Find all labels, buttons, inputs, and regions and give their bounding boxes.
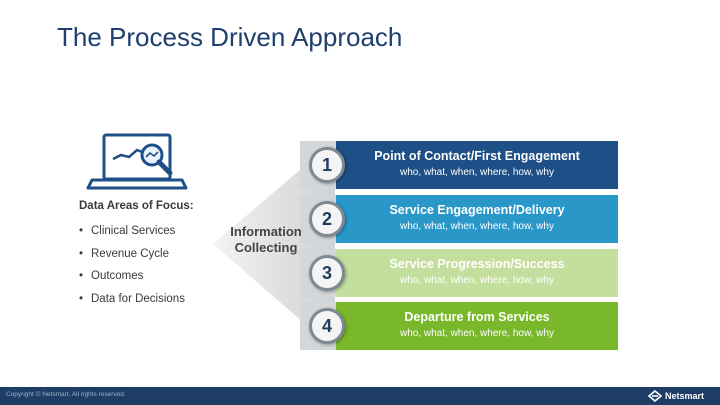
- step-subtitle: who, what, when, where, how, why: [400, 167, 554, 178]
- slide-title: The Process Driven Approach: [57, 22, 403, 52]
- step-title: Service Engagement/Delivery: [389, 203, 565, 217]
- step-subtitle: who, what, when, where, how, why: [400, 328, 554, 339]
- focus-heading: Data Areas of Focus:: [79, 200, 194, 212]
- information-collecting-label: Information Collecting: [220, 224, 312, 256]
- focus-item-clinical: Clinical Services: [79, 220, 185, 243]
- step-number-2: 2: [309, 201, 345, 237]
- step-subtitle: who, what, when, where, how, why: [400, 275, 554, 286]
- step-box-4: Departure from Services who, what, when,…: [336, 302, 618, 350]
- step-box-3: Service Progression/Success who, what, w…: [336, 249, 618, 297]
- step-title: Departure from Services: [404, 310, 550, 324]
- step-number-1: 1: [309, 147, 345, 183]
- step-number-4: 4: [309, 308, 345, 344]
- focus-list: Clinical Services Revenue Cycle Outcomes…: [79, 220, 185, 310]
- copyright-text: Copyright © Netsmart. All rights reserve…: [6, 391, 126, 398]
- laptop-chart-magnifier-icon: [86, 133, 188, 190]
- step-box-1: Point of Contact/First Engagement who, w…: [336, 141, 618, 189]
- focus-item-decisions: Data for Decisions: [79, 288, 185, 311]
- footer-bar: [0, 387, 720, 405]
- step-number-3: 3: [309, 255, 345, 291]
- focus-item-outcomes: Outcomes: [79, 265, 185, 288]
- step-title: Service Progression/Success: [389, 257, 565, 271]
- step-title: Point of Contact/First Engagement: [374, 149, 580, 163]
- brand-logo: Netsmart: [648, 389, 704, 403]
- brand-name: Netsmart: [665, 391, 705, 401]
- step-subtitle: who, what, when, where, how, why: [400, 221, 554, 232]
- step-box-2: Service Engagement/Delivery who, what, w…: [336, 195, 618, 243]
- focus-item-revenue: Revenue Cycle: [79, 243, 185, 266]
- netsmart-logo-icon: [648, 390, 662, 402]
- info-label-line2: Collecting: [234, 240, 298, 255]
- info-label-line1: Information: [230, 224, 302, 239]
